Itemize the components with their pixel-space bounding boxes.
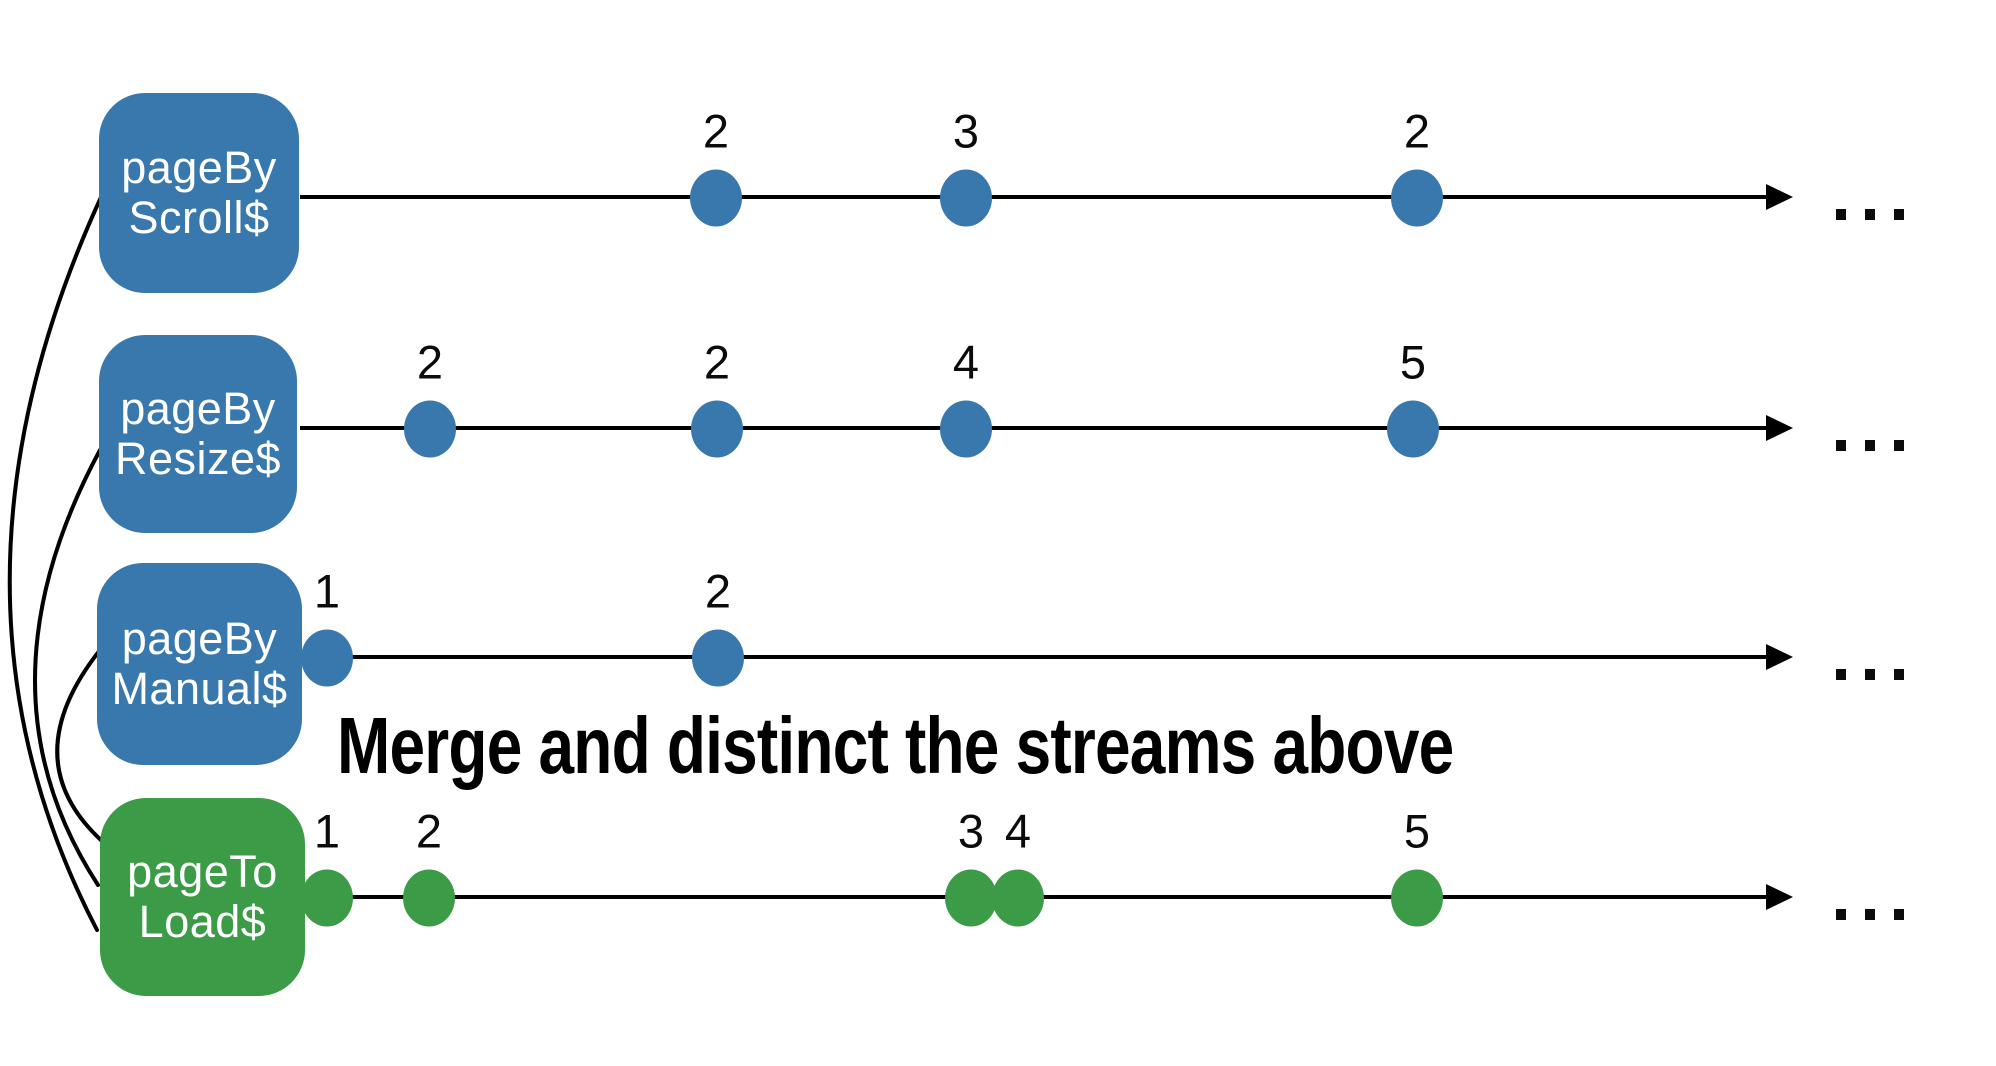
ellipsis-dot [1836, 909, 1846, 920]
stream-box-label-line: pageBy [120, 382, 276, 434]
marble-pageByScroll$-3 [940, 169, 992, 227]
marble-value-label: 4 [952, 335, 980, 389]
ellipsis-dot [1894, 669, 1904, 680]
ellipsis-dot [1894, 209, 1904, 220]
marble-pageToLoad$-2 [403, 869, 455, 927]
stream-continues-ellipsis-pageByScroll$ [1836, 209, 1904, 220]
stream-box-label-line: Load$ [138, 896, 267, 947]
marble-value-label: 2 [704, 564, 732, 618]
marble-pageByManual$-1 [301, 629, 353, 687]
arrowhead-icon-pageToLoad$ [1766, 884, 1793, 910]
marble-value-label: 5 [1403, 804, 1431, 858]
stream-box-label-line: pageBy [121, 141, 277, 193]
ellipsis-dot [1865, 669, 1875, 680]
ellipsis-dot [1865, 209, 1875, 220]
marble-value-label: 5 [1399, 335, 1427, 389]
marble-pageToLoad$-3 [945, 869, 997, 927]
marble-value-label: 2 [703, 335, 731, 389]
connector-curve-pageByScroll$ [7, 193, 104, 932]
marble-value-label: 4 [1004, 804, 1032, 858]
marble-value-label: 1 [313, 564, 341, 618]
ellipsis-dot [1836, 440, 1846, 451]
marble-pageByScroll$-2 [1391, 169, 1443, 227]
stream-box-label-line: pageTo [127, 845, 278, 897]
marble-value-label: 3 [957, 804, 985, 858]
marble-pageToLoad$-1 [301, 869, 353, 927]
ellipsis-dot [1865, 909, 1875, 920]
ellipsis-dot [1894, 440, 1904, 451]
marble-pageByResize$-4 [940, 400, 992, 458]
marble-value-label: 2 [1403, 104, 1431, 158]
marble-pageByResize$-2 [691, 400, 743, 458]
stream-continues-ellipsis-pageToLoad$ [1836, 909, 1904, 920]
stream-timeline-pageByManual$ [300, 655, 1766, 659]
marble-value-label: 3 [952, 104, 980, 158]
stream-continues-ellipsis-pageByResize$ [1836, 440, 1904, 451]
stream-timeline-pageByResize$ [300, 426, 1766, 430]
marble-value-label: 1 [313, 804, 341, 858]
ellipsis-dot [1865, 440, 1875, 451]
stream-box-label-line: Manual$ [111, 663, 288, 714]
marble-pageByResize$-2 [404, 400, 456, 458]
stream-box-label-line: Scroll$ [128, 192, 270, 243]
marble-value-label: 2 [415, 804, 443, 858]
marble-pageByResize$-5 [1387, 400, 1439, 458]
ellipsis-dot [1836, 209, 1846, 220]
merge-caption: Merge and distinct the streams above [337, 701, 1454, 790]
stream-timeline-pageByScroll$ [300, 195, 1766, 199]
arrowhead-icon-pageByScroll$ [1766, 184, 1793, 210]
arrowhead-icon-pageByManual$ [1766, 644, 1793, 670]
connector-curve-pageByManual$ [55, 648, 105, 844]
connector-curve-pageByResize$ [33, 448, 102, 887]
stream-continues-ellipsis-pageByManual$ [1836, 669, 1904, 680]
marble-pageToLoad$-4 [992, 869, 1044, 927]
marble-pageByScroll$-2 [690, 169, 742, 227]
marble-pageToLoad$-5 [1391, 869, 1443, 927]
marble-pageByManual$-2 [692, 629, 744, 687]
stream-box-label-line: pageBy [121, 612, 278, 664]
stream-box-label-line: Resize$ [114, 433, 282, 484]
ellipsis-dot [1894, 909, 1904, 920]
ellipsis-dot [1836, 669, 1846, 680]
marble-value-label: 2 [702, 104, 730, 158]
marble-value-label: 2 [416, 335, 444, 389]
arrowhead-icon-pageByResize$ [1766, 415, 1793, 441]
